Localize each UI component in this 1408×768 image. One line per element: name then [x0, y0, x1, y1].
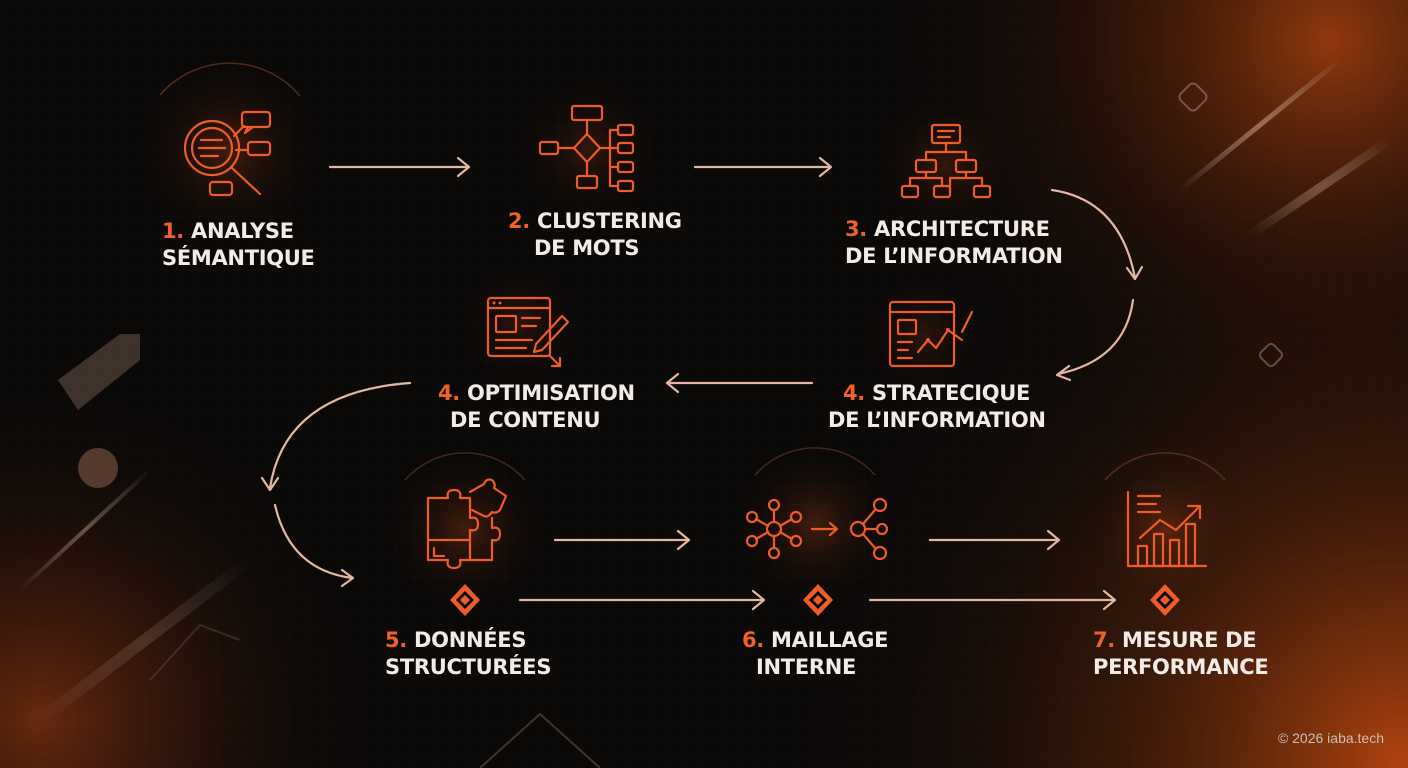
arrow-5-to-6-bottom [518, 589, 766, 611]
step-title-line1: ARCHITECTURE [874, 217, 1050, 241]
copyright-footer: © 2026 iaba.tech [1277, 730, 1384, 746]
arrow-4-down [260, 381, 412, 492]
step-4-strategique-label: 4. STRATECIQUE DE L’INFORMATION [828, 380, 1046, 434]
growth-chart-icon [1126, 490, 1208, 568]
step-title-line2: DE CONTENU [450, 408, 601, 432]
step-title-line1: OPTIMISATION [467, 381, 635, 405]
arrow-4-to-4 [665, 372, 814, 394]
arrow-6-to-7-top [928, 529, 1061, 551]
step-number: 1. [162, 219, 184, 243]
step-3-label: 3. ARCHITECTURE DE L’INFORMATION [845, 216, 1063, 270]
magnifier-analysis-icon [183, 110, 272, 197]
hierarchy-tree-icon [900, 123, 992, 199]
step-title-line2: PERFORMANCE [1093, 655, 1269, 679]
step-title-line2: STRUCTURÉES [385, 655, 552, 679]
step-title-line2: DE L’INFORMATION [845, 244, 1063, 268]
network-nodes-icon [745, 497, 889, 561]
step-6-label: 6. MAILLAGE INTERNE [742, 627, 888, 681]
step-number: 4. [438, 381, 460, 405]
step-title-line1: CLUSTERING [537, 209, 682, 233]
puzzle-icon [426, 478, 508, 570]
arrow-5-to-6-top [553, 529, 691, 551]
step-number: 2. [508, 209, 530, 233]
step-4-optimisation-label: 4. OPTIMISATION DE CONTENU [438, 380, 635, 434]
step-title-line1: DONNÉES [414, 628, 527, 652]
step-7-label: 7. MESURE DE PERFORMANCE [1093, 627, 1269, 681]
step-title-line1: MESURE DE [1122, 628, 1257, 652]
step-number: 5. [385, 628, 407, 652]
arrow-2-to-3 [693, 156, 833, 178]
step-title-line2: DE L’INFORMATION [828, 408, 1046, 432]
flowchart-cluster-icon [538, 104, 635, 193]
diamond-logo-icon [450, 584, 480, 616]
diamond-logo-icon [1150, 584, 1180, 616]
step-5-label: 5. DONNÉES STRUCTURÉES [385, 627, 551, 681]
step-number: 7. [1093, 628, 1115, 652]
diamond-logo-icon [803, 584, 833, 616]
arrow-3-to-4 [1055, 298, 1135, 382]
step-title-line2: INTERNE [756, 655, 857, 679]
step-title-line2: SÉMANTIQUE [162, 246, 315, 270]
step-title-line1: MAILLAGE [771, 628, 889, 652]
arrow-1-to-2 [328, 156, 471, 178]
step-number: 4. [843, 381, 865, 405]
step-title-line2: DE MOTS [534, 236, 640, 260]
step-1-label: 1. ANALYSE SÉMANTIQUE [162, 218, 315, 272]
document-edit-icon [486, 296, 570, 368]
arrow-to-5 [273, 503, 355, 588]
dashboard-chart-icon [888, 300, 974, 368]
step-2-label: 2. CLUSTERING DE MOTS [508, 208, 682, 262]
step-title-line1: STRATECIQUE [872, 381, 1031, 405]
step-number: 3. [845, 217, 867, 241]
step-number: 6. [742, 628, 764, 652]
arrow-3-down [1050, 188, 1144, 281]
step-title-line1: ANALYSE [191, 219, 294, 243]
arrow-6-to-7-bottom [868, 589, 1117, 611]
